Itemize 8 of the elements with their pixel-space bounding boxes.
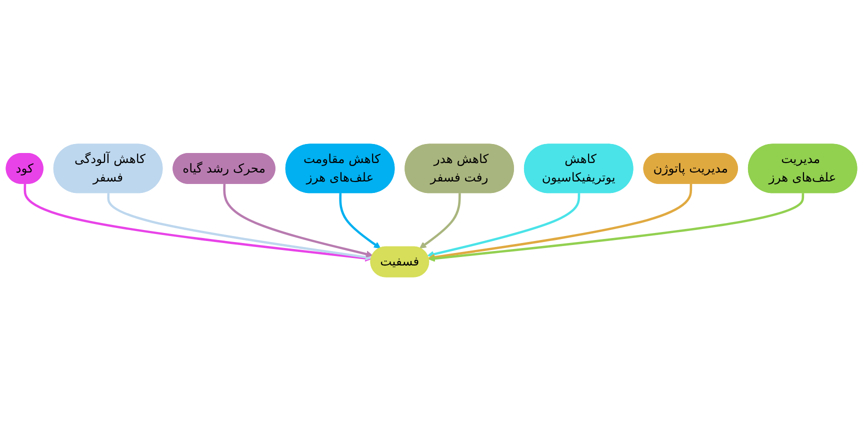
arrow (427, 193, 580, 258)
arrow (223, 184, 373, 258)
arrow (339, 193, 381, 249)
arrow (428, 193, 804, 262)
arrow (419, 193, 461, 249)
arrow (428, 184, 692, 261)
arrow (24, 184, 372, 262)
arrow (107, 193, 372, 261)
